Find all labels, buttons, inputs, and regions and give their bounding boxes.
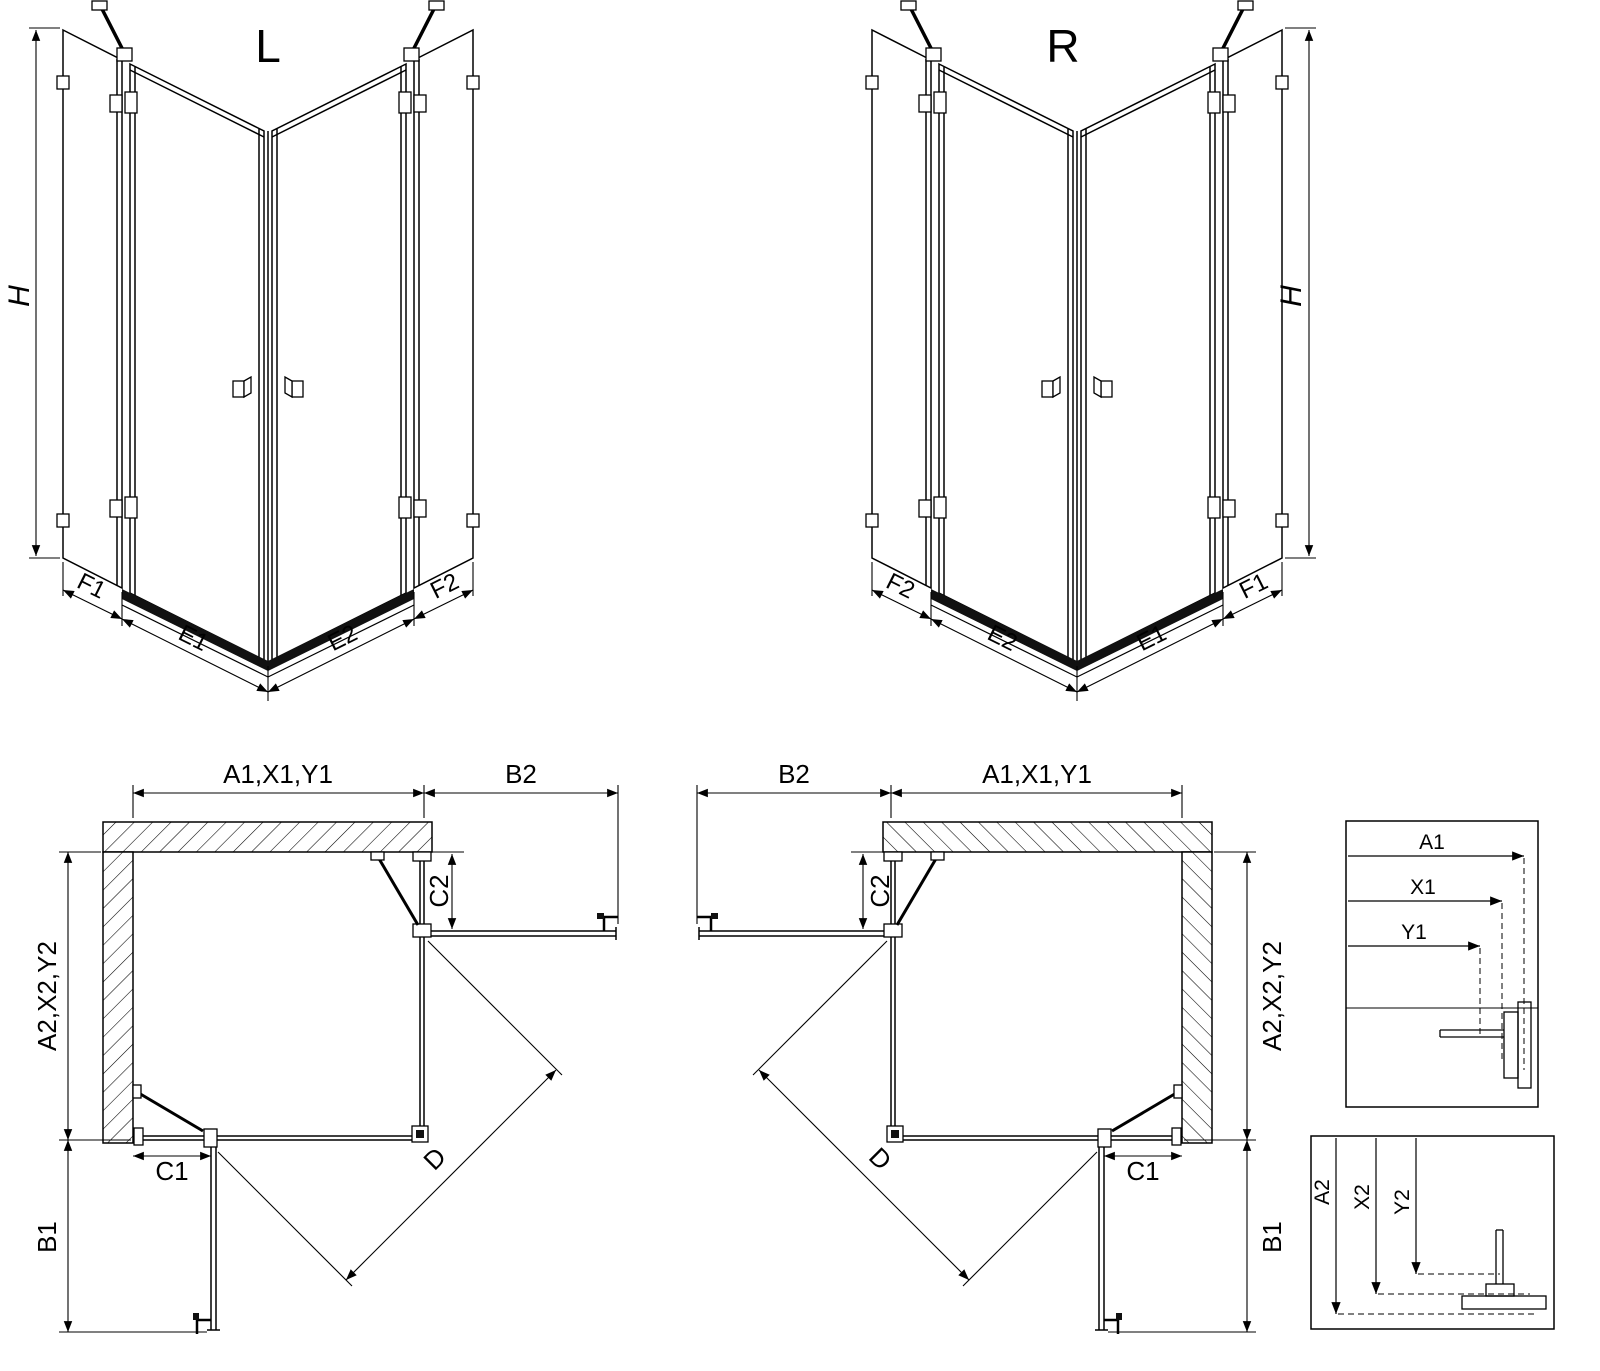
- plan-dimensions: [59, 785, 619, 1333]
- support-bar-left: [91, 0, 133, 62]
- label-b2-planr: B2: [778, 759, 810, 789]
- label-detail-x2: X2: [1351, 1184, 1374, 1210]
- label-detail-a1: A1: [1419, 831, 1445, 854]
- wall-profile-clamps: [56, 75, 480, 528]
- support-bar-plan-top: [370, 851, 420, 926]
- label-c1-planr: C1: [1126, 1156, 1159, 1186]
- label-c2-planr: C2: [865, 874, 895, 907]
- label-d-planr: D: [863, 1141, 897, 1175]
- label-b1-planl: B1: [32, 1221, 62, 1253]
- support-bar-plan-side: [132, 1084, 204, 1133]
- label-height-r: H: [1275, 285, 1308, 307]
- wall-fittings: [133, 851, 432, 1148]
- fixed-panel-left: [62, 28, 123, 590]
- profile-section-bottom: [1461, 1229, 1547, 1310]
- label-d-planl: D: [417, 1141, 451, 1175]
- label-c2-planl: C2: [424, 874, 454, 907]
- open-door-side: [193, 1147, 220, 1334]
- open-door-top: [431, 913, 618, 940]
- label-a2x2y2-planl: A2,X2,Y2: [32, 941, 62, 1051]
- door-right: [271, 62, 407, 662]
- dimension-bottom: [62, 562, 474, 701]
- profile-section-top: [1439, 1001, 1532, 1089]
- label-a1x1y1-planr: A1,X1,Y1: [982, 759, 1092, 789]
- wall-side: [102, 851, 134, 1144]
- label-height-l: H: [3, 285, 36, 307]
- label-view-r-title: R: [1046, 20, 1079, 72]
- door-left: [129, 62, 265, 662]
- label-view-l-title: L: [255, 20, 281, 72]
- label-detail-x1: X1: [1410, 876, 1436, 899]
- label-f2-l: F2: [426, 568, 463, 605]
- label-a2x2y2-planr: A2,X2,Y2: [1257, 941, 1287, 1051]
- corner-fitting: [416, 1130, 424, 1138]
- label-c1-planl: C1: [155, 1156, 188, 1186]
- door-handles: [232, 375, 304, 399]
- label-detail-a2: A2: [1311, 1179, 1334, 1205]
- detail-box-bottom: [1310, 1135, 1555, 1330]
- view-3d-left: [29, 0, 480, 701]
- fixed-panel-right: [413, 28, 474, 590]
- label-f2-r: F2: [882, 568, 919, 605]
- label-f1-l: F1: [73, 568, 110, 605]
- plan-view-right: [697, 785, 1256, 1334]
- plan-view-left: [59, 785, 619, 1334]
- glass-closed: [133, 852, 425, 1141]
- label-b2-planl: B2: [505, 759, 537, 789]
- door-hinges: [109, 91, 427, 519]
- support-bar-right: [403, 0, 445, 62]
- detail-box-top: [1345, 820, 1539, 1108]
- wall-top: [102, 821, 433, 853]
- label-detail-y1: Y1: [1401, 921, 1427, 944]
- label-b1-planr: B1: [1257, 1221, 1287, 1253]
- label-f1-r: F1: [1235, 568, 1272, 605]
- label-detail-y2: Y2: [1391, 1189, 1414, 1215]
- dimension-height: [29, 27, 60, 559]
- label-a1x1y1-planl: A1,X1,Y1: [223, 759, 333, 789]
